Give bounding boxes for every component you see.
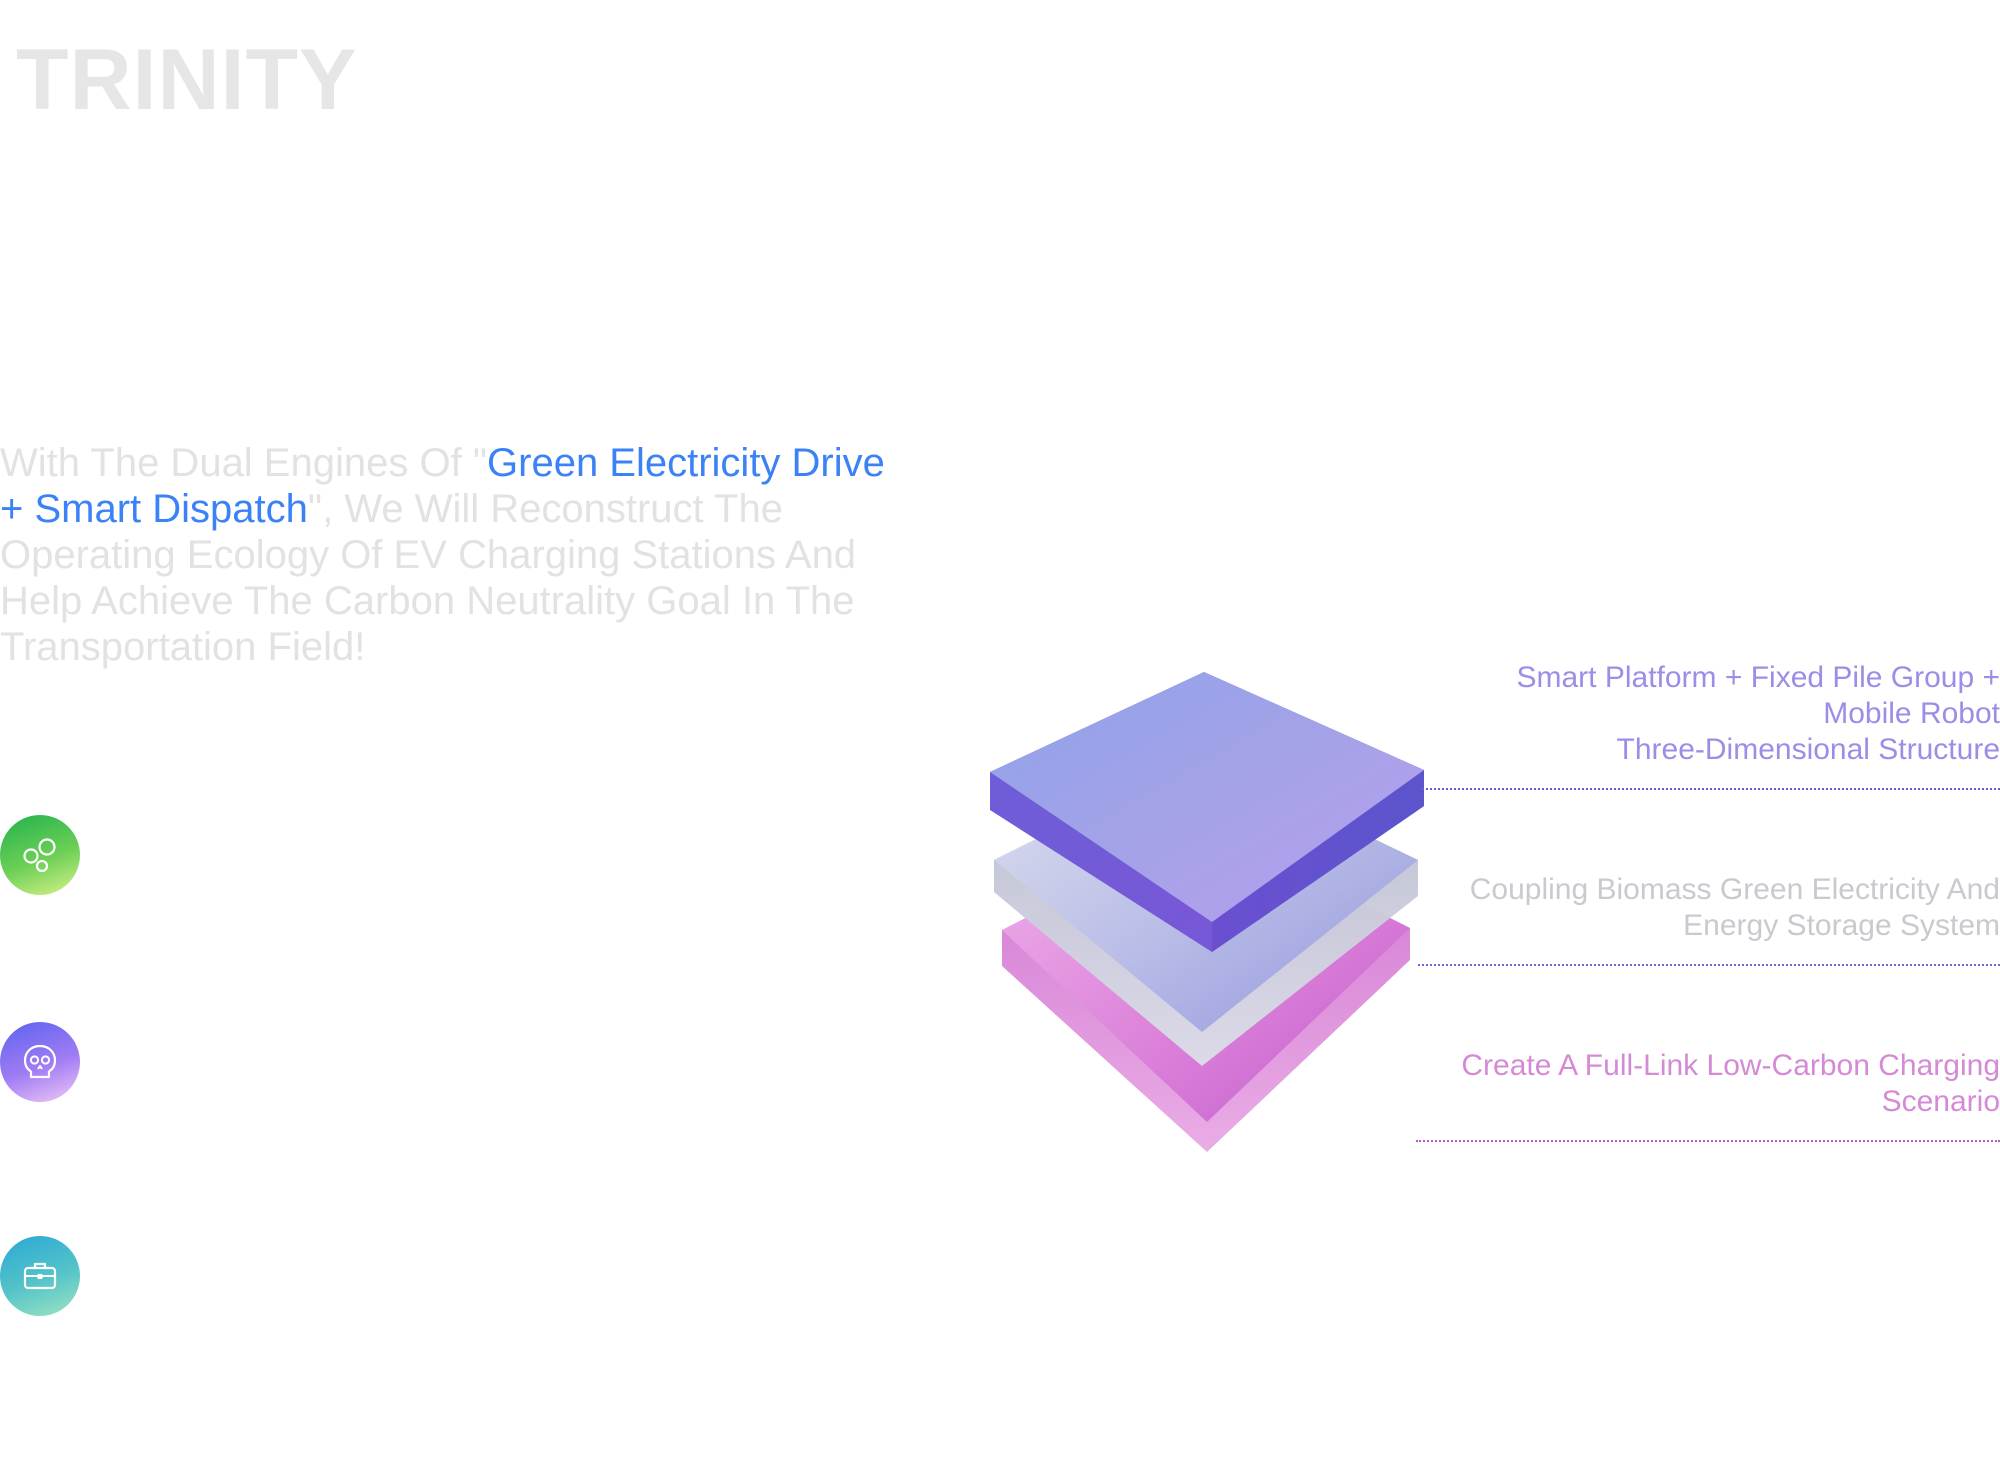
stacked-layers-graphic bbox=[990, 672, 1424, 1152]
layer-stack-illustration bbox=[972, 660, 1442, 1170]
leader-line-top bbox=[1422, 788, 2000, 790]
layer-label-line: Mobile Robot bbox=[1823, 697, 2000, 730]
layer-label-line: Energy Storage System bbox=[1683, 909, 2000, 942]
layer-label-line: Create A Full-Link Low-Carbon Charging bbox=[1461, 1049, 2000, 1082]
feature-skull-button[interactable] bbox=[0, 1022, 80, 1102]
page-title: TRINITY bbox=[16, 32, 358, 128]
briefcase-icon bbox=[23, 1262, 57, 1290]
leader-line-middle bbox=[1418, 964, 2000, 966]
intro-suffix: ", We Will Reconstruct The Operating Eco… bbox=[0, 487, 857, 669]
layer-label-line: Three-Dimensional Structure bbox=[1616, 733, 2000, 766]
layer-label-line: Smart Platform + Fixed Pile Group + bbox=[1516, 661, 2000, 694]
feature-briefcase-button[interactable] bbox=[0, 1236, 80, 1316]
layer-label-top: Smart Platform + Fixed Pile Group + Mobi… bbox=[1440, 660, 2000, 768]
skull-icon bbox=[23, 1044, 57, 1079]
layer-label-middle: Coupling Biomass Green Electricity And E… bbox=[1400, 872, 2000, 944]
layer-top-slab bbox=[990, 672, 1424, 952]
layer-label-bottom: Create A Full-Link Low-Carbon Charging S… bbox=[1400, 1048, 2000, 1120]
leader-line-bottom bbox=[1416, 1140, 2000, 1142]
intro-prefix: With The Dual Engines Of " bbox=[0, 441, 488, 485]
bubbles-icon bbox=[23, 838, 56, 873]
feature-bubbles-button[interactable] bbox=[0, 815, 80, 895]
layer-label-line: Scenario bbox=[1881, 1085, 2000, 1118]
intro-highlight: Green Electricity Drive + Smart Dispatch bbox=[0, 441, 885, 531]
layer-label-line: Coupling Biomass Green Electricity And bbox=[1469, 873, 2000, 906]
intro-paragraph: With The Dual Engines Of "Green Electric… bbox=[0, 440, 900, 670]
